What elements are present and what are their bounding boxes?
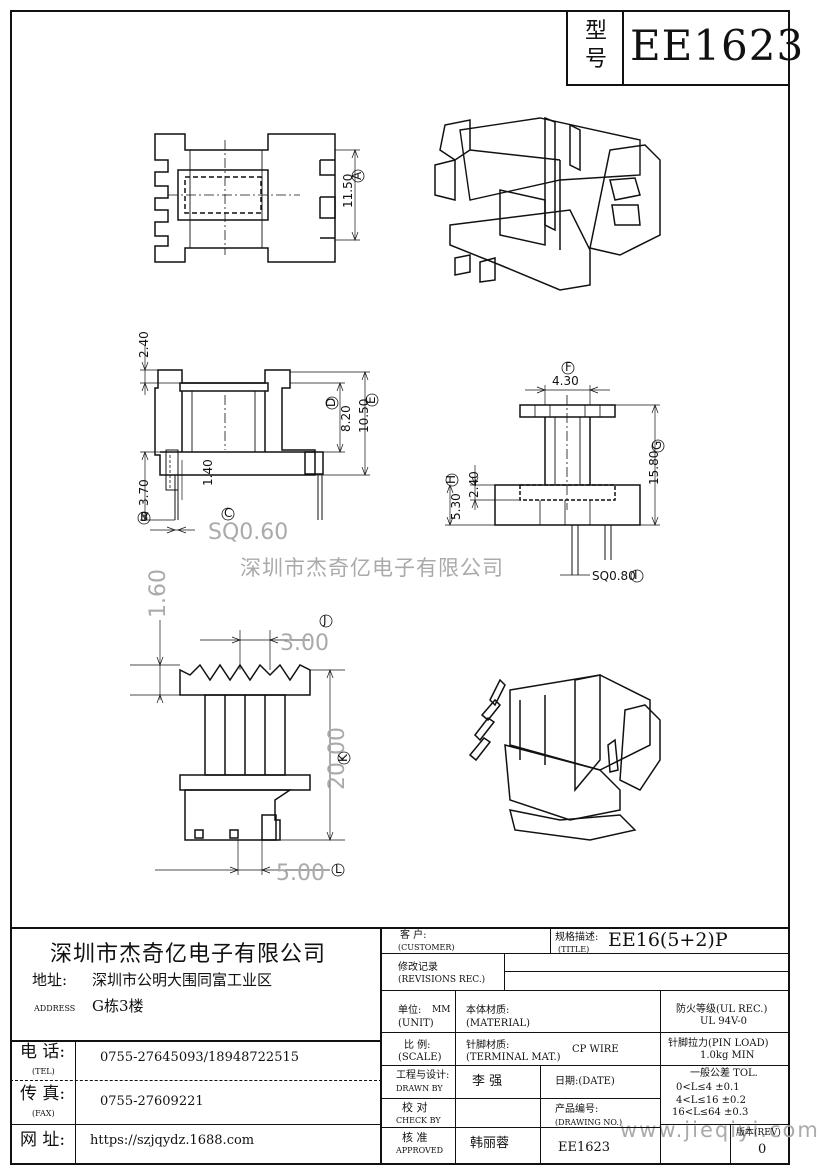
tel-label-en: (TEL) (32, 1067, 55, 1076)
part-value: EE1623 (558, 1140, 611, 1155)
technical-drawings: 11.50 A (130, 116, 665, 886)
address-label-en: ADDRESS (34, 1004, 76, 1013)
svg-text:SQ0.80: SQ0.80 (592, 569, 636, 583)
address-line2: G栋3楼 (92, 997, 144, 1015)
approved-value: 韩丽蓉 (470, 1136, 510, 1151)
check-label-en: CHECK BY (396, 1116, 441, 1125)
svg-text:5.00: 5.00 (276, 861, 325, 886)
unit-value: MM (432, 1005, 451, 1015)
drawn-label: 工程与设计: (396, 1070, 450, 1081)
ul-label: 防火等级(UL REC.) (676, 1004, 768, 1015)
unit-label: 单位: (398, 1005, 422, 1016)
terminal-label-en: (TERMINAL MAT.) (466, 1052, 561, 1063)
tol-row-1: 0<L≤4 ±0.1 (676, 1082, 740, 1093)
unit-label-en: (UNIT) (398, 1018, 434, 1029)
svg-text:10.50: 10.50 (357, 399, 371, 433)
fax-label-en: (FAX) (32, 1109, 55, 1118)
iso-view-bottom (468, 674, 661, 841)
scale-label: 比 例: (404, 1040, 431, 1051)
title-value: EE16(5+2)P (608, 929, 728, 951)
svg-text:G: G (650, 441, 664, 450)
fax-value: 0755-27609221 (100, 1094, 204, 1109)
tol-row-3: 16<L≤64 ±0.3 (672, 1107, 749, 1118)
part-label: 产品编号: (555, 1104, 599, 1115)
pinload-value: 1.0kg MIN (700, 1050, 755, 1061)
svg-text:F: F (565, 360, 572, 374)
side-view: 4.30 F 15.80 G 2.40 H 5.30 SQ0.80 I (444, 360, 665, 583)
svg-text:B: B (140, 510, 148, 524)
fax-label: 传 真: (20, 1084, 66, 1104)
drawn-value: 李 强 (472, 1074, 503, 1089)
svg-text:L: L (335, 862, 342, 876)
watermark-site: www.jieqiyi.com (620, 1118, 820, 1142)
customer-label-en: (CUSTOMER) (398, 943, 455, 952)
svg-text:H: H (444, 475, 458, 484)
watermark-company: 深圳市杰奇亿电子有限公司 (240, 556, 504, 580)
tel-value: 0755-27645093/18948722515 (100, 1050, 300, 1065)
revisions-label: 修改记录 (398, 962, 438, 973)
title-label-en: (TITLE) (558, 945, 590, 954)
title-label: 规格描述: (555, 932, 599, 943)
web-value[interactable]: https://szjqydz.1688.com (90, 1133, 255, 1148)
front-view: 2.40 8.20 D 10.50 E 1.40 3.70 B SQ0.60 C (137, 331, 379, 545)
svg-text:2.40: 2.40 (137, 331, 151, 358)
date-label: 日期:(DATE) (555, 1076, 615, 1087)
svg-text:J: J (322, 613, 327, 627)
terminal-value: CP WIRE (572, 1044, 619, 1055)
svg-text:4.30: 4.30 (552, 374, 579, 388)
model-box: 型 号 EE1623 (566, 10, 803, 86)
approved-label-en: APPROVED (396, 1146, 444, 1155)
svg-text:1.60: 1.60 (146, 569, 171, 618)
svg-text:1.40: 1.40 (201, 459, 215, 486)
ul-value: UL 94V-0 (700, 1016, 748, 1027)
check-label: 校 对 (402, 1101, 428, 1114)
bottom-view: 1.60 3.00 J 20.00 K 5.00 L (130, 569, 351, 886)
terminal-label: 针脚材质: (466, 1040, 510, 1051)
svg-text:3.00: 3.00 (280, 631, 329, 656)
rev-value: 0 (758, 1142, 767, 1157)
address-label: 地址: (32, 971, 68, 989)
model-label: 型 号 (584, 19, 607, 72)
tel-label: 电 话: (20, 1042, 66, 1062)
rev-label: 版本(REV) (736, 1128, 781, 1138)
iso-view-top (434, 116, 661, 291)
svg-text:8.20: 8.20 (339, 405, 353, 432)
tol-label: 一般公差 TOL. (690, 1068, 758, 1079)
svg-text:3.70: 3.70 (137, 479, 151, 506)
revisions-label-en: (REVISIONS REC.) (398, 975, 486, 985)
material-label: 本体材质: (466, 1005, 510, 1016)
svg-text:SQ0.60: SQ0.60 (208, 520, 288, 545)
svg-text:I: I (634, 568, 638, 582)
pinload-label: 针脚拉力(PIN LOAD) (668, 1038, 769, 1049)
company-name: 深圳市杰奇亿电子有限公司 (50, 942, 327, 967)
svg-text:2.40: 2.40 (467, 471, 481, 498)
top-view: 11.50 A (154, 133, 365, 263)
material-label-en: (MATERIAL) (466, 1018, 531, 1029)
svg-text:20.00: 20.00 (325, 727, 350, 790)
svg-text:5.30: 5.30 (449, 493, 463, 520)
drawing-frame (10, 10, 790, 1165)
svg-text:A: A (350, 171, 364, 180)
approved-label: 核 准 (402, 1131, 428, 1144)
part-label-en: (DRAWING NO.) (555, 1118, 623, 1127)
web-label: 网 址: (20, 1130, 66, 1150)
model-number: EE1623 (630, 21, 805, 70)
drawn-label-en: DRAWN BY (396, 1084, 443, 1093)
scale-label-en: (SCALE) (398, 1052, 442, 1063)
customer-label: 客 户: (400, 930, 427, 941)
svg-text:K: K (336, 753, 350, 762)
svg-text:E: E (364, 396, 378, 404)
svg-text:C: C (224, 506, 232, 520)
svg-text:D: D (324, 398, 338, 407)
tol-row-2: 4<L≤16 ±0.2 (676, 1095, 746, 1106)
dim-top-height: 11.50 (341, 174, 355, 208)
svg-text:15.80: 15.80 (647, 451, 661, 485)
address-line1: 深圳市公明大围同富工业区 (92, 971, 273, 989)
